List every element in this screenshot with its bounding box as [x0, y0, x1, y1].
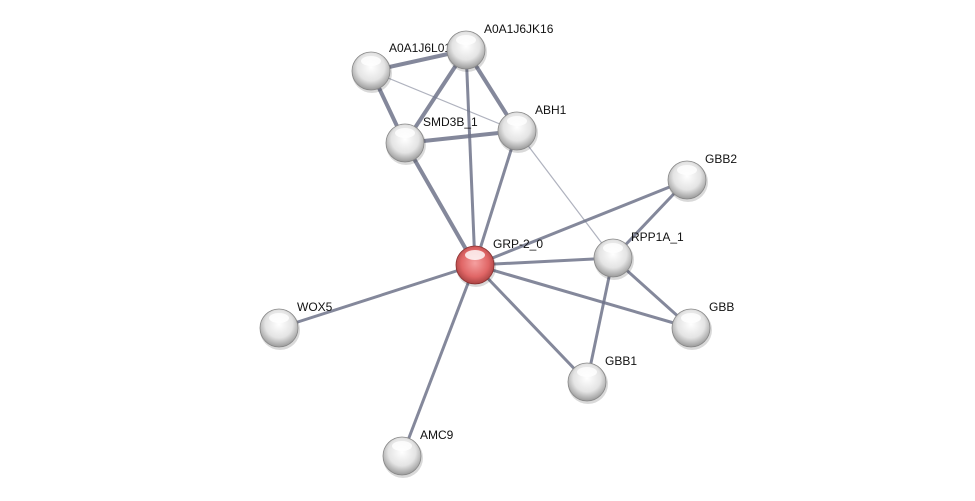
node-label: A0A1J6L01 [389, 41, 451, 55]
edge-GRP-2_0-GBB[interactable] [474, 263, 692, 330]
edge-GRP-2_0-WOX5[interactable] [278, 263, 476, 330]
node-label: GBB1 [605, 354, 637, 368]
node-GRP-2_0[interactable]: GRP-2_0 [455, 237, 543, 287]
node-label: AMC9 [420, 428, 454, 442]
edge-RPP1A_1-GBB1[interactable] [585, 257, 615, 383]
edge-GRP-2_0-AMC9[interactable] [400, 264, 477, 457]
edge-A0A1J6JK16-GRP-2_0[interactable] [464, 49, 477, 266]
node-highlight [577, 367, 597, 377]
node-ABH1[interactable]: ABH1 [497, 103, 567, 153]
node-WOX5[interactable]: WOX5 [259, 300, 333, 350]
node-label: A0A1J6JK16 [484, 22, 554, 36]
node-label: SMD3B_1 [423, 115, 478, 129]
node-highlight [395, 128, 415, 138]
node-GBB1[interactable]: GBB1 [567, 354, 637, 404]
node-highlight [269, 313, 289, 323]
edge-GRP-2_0-RPP1A_1[interactable] [474, 256, 614, 267]
node-label: GRP-2_0 [493, 237, 543, 251]
node-RPP1A_1[interactable]: RPP1A_1 [593, 230, 684, 280]
node-SMD3B_1[interactable]: SMD3B_1 [385, 115, 478, 165]
node-A0A1J6L01[interactable]: A0A1J6L01 [351, 41, 451, 93]
node-highlight [681, 313, 701, 323]
node-highlight [603, 243, 623, 253]
node-highlight [507, 116, 527, 126]
edge-ABH1-RPP1A_1[interactable] [516, 130, 614, 259]
edge-GRP-2_0-GBB2[interactable] [474, 178, 688, 267]
node-highlight [465, 250, 485, 260]
edge-SMD3B_1-GRP-2_0[interactable] [403, 142, 477, 266]
node-highlight [392, 441, 412, 451]
node-label: GBB [709, 300, 734, 314]
node-label: GBB2 [705, 152, 737, 166]
node-GBB[interactable]: GBB [671, 300, 734, 350]
node-GBB2[interactable]: GBB2 [667, 152, 737, 202]
node-label: ABH1 [535, 103, 567, 117]
node-A0A1J6JK16[interactable]: A0A1J6JK16 [446, 22, 554, 72]
node-highlight [361, 56, 381, 66]
node-highlight [456, 35, 476, 45]
node-label: RPP1A_1 [631, 230, 684, 244]
node-label: WOX5 [297, 300, 333, 314]
node-AMC9[interactable]: AMC9 [382, 428, 454, 478]
edge-ABH1-GRP-2_0[interactable] [473, 130, 519, 266]
edges-layer [278, 48, 693, 457]
edge-GRP-2_0-GBB1[interactable] [473, 263, 589, 384]
node-highlight [677, 165, 697, 175]
edge-A0A1J6L01-ABH1[interactable] [370, 70, 518, 132]
